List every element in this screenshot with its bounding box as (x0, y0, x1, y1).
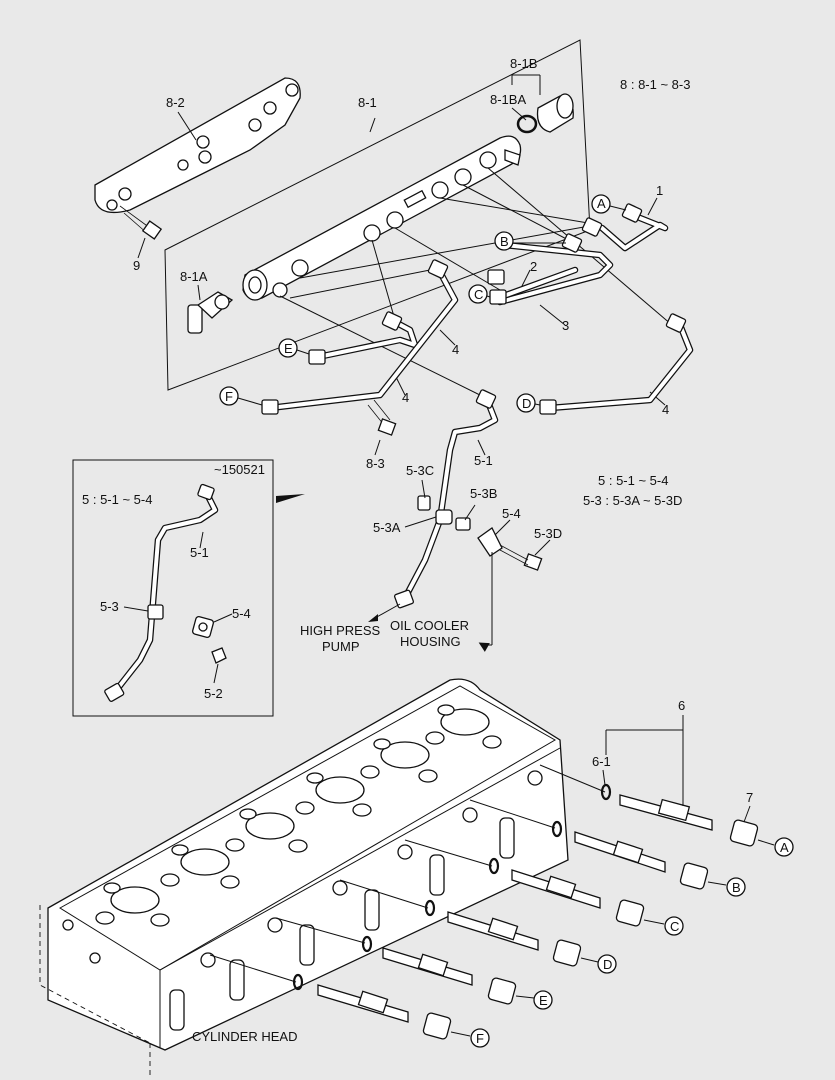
bolt-8-3 (367, 399, 397, 436)
callout-f-lower-text: F (476, 1031, 484, 1046)
callout-d-upper (516, 393, 536, 413)
rail-pressure-sensor (187, 291, 234, 334)
label-4-c: 4 (662, 402, 669, 417)
inset-label-5-2: 5-2 (204, 686, 223, 701)
label-4-a: 4 (452, 342, 459, 357)
inset-label-5-3: 5-3 (100, 599, 119, 614)
label-6-1: 6-1 (592, 754, 611, 769)
inset-label-5-4: 5-4 (232, 606, 251, 621)
callout-c-upper (468, 284, 488, 304)
callout-d-upper-text: D (522, 396, 531, 411)
label-5-1: 5-1 (474, 453, 493, 468)
labels: 8-2 8-1 8-1B 8-1BA 8 : 8-1 ~ 8-3 1 2 3 4… (82, 56, 789, 1046)
callout-f-upper (219, 386, 239, 406)
callout-a-upper (591, 194, 611, 214)
label-8-1: 8-1 (358, 95, 377, 110)
label-oil-cooler-2: HOUSING (400, 634, 461, 649)
label-5-3-legend: 5-3 : 5-3A ~ 5-3D (583, 493, 682, 508)
callout-c-lower-text: C (670, 919, 679, 934)
label-oil-cooler-1: OIL COOLER (390, 618, 469, 633)
label-8-1a: 8-1A (180, 269, 208, 284)
label-5-3c: 5-3C (406, 463, 434, 478)
label-8-2: 8-2 (166, 95, 185, 110)
label-5-3b: 5-3B (470, 486, 497, 501)
callout-b-upper (494, 231, 514, 251)
callout-e-lower (533, 990, 553, 1010)
callout-c-lower (664, 916, 684, 936)
inset-label-5-1: 5-1 (190, 545, 209, 560)
label-5-3a: 5-3A (373, 520, 401, 535)
label-4-b: 4 (402, 390, 409, 405)
label-8-1b: 8-1B (510, 56, 537, 71)
injectors (209, 715, 794, 1048)
label-8-1ba: 8-1BA (490, 92, 526, 107)
callout-e-upper-text: E (284, 341, 293, 356)
leader-lines-upper (137, 74, 673, 456)
label-2: 2 (530, 259, 537, 274)
label-7: 7 (746, 790, 753, 805)
callout-c-upper-text: C (474, 287, 483, 302)
callout-a-lower-text: A (780, 840, 789, 855)
rail-bracket (94, 77, 301, 214)
label-8-3: 8-3 (366, 456, 385, 471)
label-9: 9 (133, 258, 140, 273)
label-6: 6 (678, 698, 685, 713)
cylinder-head (39, 678, 569, 1078)
label-high-press-2: PUMP (322, 639, 360, 654)
side-slots (62, 770, 543, 1031)
label-high-press-1: HIGH PRESS (300, 623, 381, 638)
callout-b-lower (726, 877, 746, 897)
callout-a-upper-text: A (597, 196, 606, 211)
label-5-3d: 5-3D (534, 526, 562, 541)
callout-b-upper-text: B (500, 234, 509, 249)
label-cylinder-head: CYLINDER HEAD (192, 1029, 297, 1044)
label-3: 3 (562, 318, 569, 333)
fuel-rail (242, 135, 522, 301)
inset-legend: 5 : 5-1 ~ 5-4 (82, 492, 152, 507)
label-5-legend: 5 : 5-1 ~ 5-4 (598, 473, 668, 488)
callout-d-lower-text: D (603, 957, 612, 972)
pressure-limiter (516, 93, 574, 134)
inset-serial: ~150521 (214, 462, 265, 477)
bolt-9 (119, 205, 163, 240)
cylinder-ports (95, 704, 502, 927)
callout-d-lower (597, 954, 617, 974)
callout-e-upper (278, 338, 298, 358)
injection-pipes (261, 203, 694, 652)
inset-box (72, 459, 305, 717)
label-1: 1 (656, 183, 663, 198)
callout-e-lower-text: E (539, 993, 548, 1008)
callout-f-lower (470, 1028, 490, 1048)
label-8-legend: 8 : 8-1 ~ 8-3 (620, 77, 690, 92)
upper-callouts (219, 194, 627, 413)
callout-a-lower (774, 837, 794, 857)
callout-f-upper-text: F (225, 389, 233, 404)
callout-b-lower-text: B (732, 880, 741, 895)
label-5-4: 5-4 (502, 506, 521, 521)
